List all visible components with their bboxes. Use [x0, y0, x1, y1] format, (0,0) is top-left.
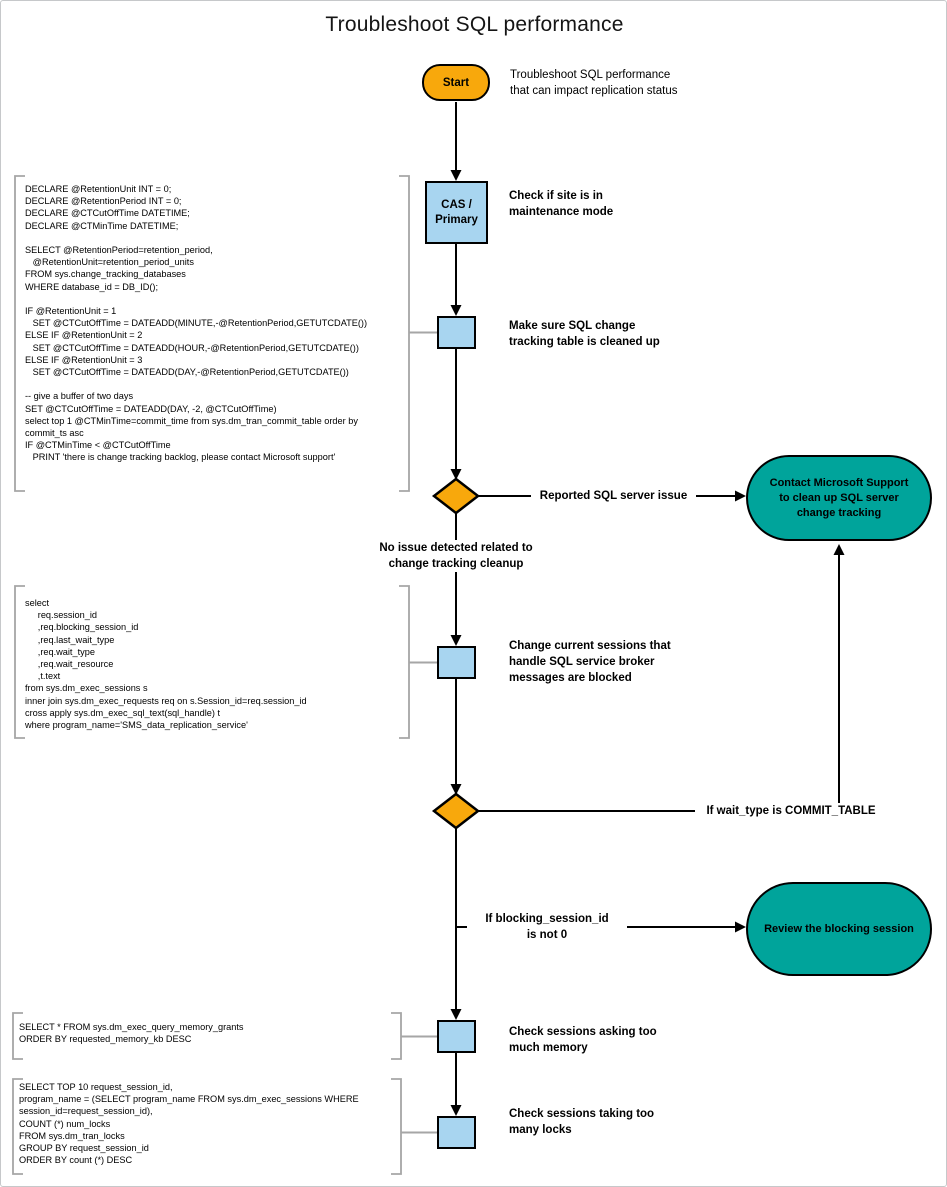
- bracket-left-2: [14, 585, 25, 739]
- outcome-contact-support: Contact Microsoft Support to clean up SQ…: [746, 455, 932, 541]
- start-annotation: Troubleshoot SQL performance that can im…: [510, 69, 678, 97]
- annotation-ct-cleanup: Make sure SQL change tracking table is c…: [509, 320, 660, 348]
- bracket-left-3: [12, 1012, 23, 1060]
- arrowhead-teal1-bottom: [833, 544, 845, 555]
- outcome-review-blocking: Review the blocking session: [746, 882, 932, 976]
- arrowhead-box5: [450, 1105, 462, 1116]
- sql-code-blocked-sessions: select req.session_id ,req.blocking_sess…: [25, 598, 307, 731]
- bracket-left-4: [12, 1078, 23, 1175]
- arrowhead-box2: [450, 305, 462, 316]
- edge-label-blocking: If blocking_session_id is not 0: [467, 911, 627, 943]
- arrowhead-diamond2: [450, 784, 462, 795]
- decision-diamond-wait-type: [431, 792, 481, 830]
- bracket-right-3: [391, 1012, 402, 1060]
- annotation-locks: Check sessions taking too many locks: [509, 1108, 655, 1136]
- arrowhead-teal1-left: [735, 490, 746, 502]
- cas-primary-node: CAS / Primary: [425, 181, 488, 244]
- page-title: Troubleshoot SQL performance: [325, 13, 624, 36]
- arrowhead-box4: [450, 1009, 462, 1020]
- bracket-right-2: [399, 585, 410, 739]
- bracket-left-1: [14, 175, 25, 492]
- arrowhead-cas: [450, 170, 462, 181]
- arrowhead-teal2: [735, 921, 746, 933]
- sql-code-lock-counts: SELECT TOP 10 request_session_id, progra…: [19, 1082, 359, 1166]
- edge-label-no-issue: No issue detected related to change trac…: [366, 540, 546, 572]
- process-box-broker-sessions: [437, 646, 476, 679]
- arrowheads: [450, 170, 845, 1116]
- annotation-maintenance: Check if site is in maintenance mode: [509, 190, 614, 218]
- sql-code-memory-grants: SELECT * FROM sys.dm_exec_query_memory_g…: [19, 1022, 244, 1045]
- bracket-right-4: [391, 1078, 402, 1175]
- decision-diamond-change-tracking: [431, 477, 481, 515]
- bracket-right-1: [399, 175, 410, 492]
- process-box-ct-cleanup: [437, 316, 476, 349]
- process-box-memory: [437, 1020, 476, 1053]
- annotation-memory: Check sessions asking too much memory: [509, 1026, 657, 1054]
- arrowhead-diamond1: [450, 469, 462, 480]
- edge-label-wait-type: If wait_type is COMMIT_TABLE: [695, 803, 887, 819]
- annotation-broker-blocked: Change current sessions that handle SQL …: [509, 640, 671, 684]
- edge-label-reported-issue: Reported SQL server issue: [531, 488, 696, 504]
- process-box-locks: [437, 1116, 476, 1149]
- arrowhead-box3: [450, 635, 462, 646]
- sql-code-retention-cleanup: DECLARE @RetentionUnit INT = 0; DECLARE …: [25, 184, 368, 463]
- code-connectors: [401, 331, 437, 1134]
- start-node: Start: [422, 64, 490, 101]
